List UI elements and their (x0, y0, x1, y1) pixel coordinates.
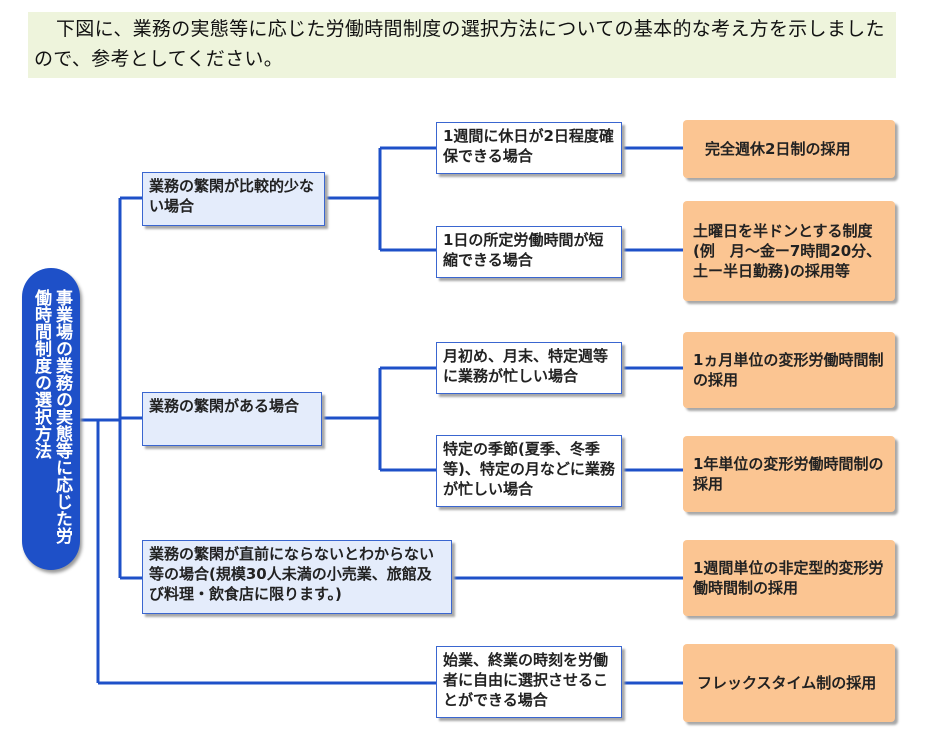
result-yearly-variable: 1年単位の変形労働時間制の採用 (683, 436, 895, 512)
result-full-two-days-off: 完全週休2日制の採用 (683, 120, 895, 178)
subcondition-shorter-day: 1日の所定労働時間が短縮できる場合 (436, 226, 622, 278)
subcondition-free-hours: 始業、終業の時刻を労働者に自由に選択させることができる場合 (436, 646, 622, 718)
result-weekly-irregular: 1週間単位の非定型的変形労働時間制の採用 (683, 540, 895, 616)
subcondition-two-days-off: 1週間に休日が2日程度確保できる場合 (436, 122, 622, 174)
subcondition-label: 1週間に休日が2日程度確保できる場合 (443, 127, 614, 165)
result-flextime: フレックスタイム制の採用 (683, 644, 895, 722)
condition-label: 業務の繁閑がある場合 (149, 397, 300, 415)
subcondition-label: 月初め、月末、特定週等に業務が忙しい場合 (443, 347, 609, 385)
subcondition-label: 1日の所定労働時間が短縮できる場合 (443, 231, 604, 269)
intro-text-block: 下図に、業務の実態等に応じた労働時間制度の選択方法についての基本的な考え方を示し… (28, 12, 896, 78)
result-label: 完全週休2日制の採用 (705, 140, 851, 158)
result-monthly-variable: 1ヵ月単位の変形労働時間制の採用 (683, 332, 895, 408)
subcondition-season-busy: 特定の季節(夏季、冬季等)、特定の月などに業務が忙しい場合 (436, 435, 622, 507)
result-label: フレックスタイム制の採用 (697, 674, 877, 692)
condition-label: 業務の繁閑が直前にならないとわからない等の場合(規模30人未満の小売業、旅館及び… (149, 545, 435, 603)
condition-unpredictable: 業務の繁閑が直前にならないとわからない等の場合(規模30人未満の小売業、旅館及び… (142, 540, 452, 614)
root-node: 事業場の業務の実態等に応じた労働時間制度の選択方法 (22, 268, 80, 570)
condition-label: 業務の繁閑が比較的少ない場合 (149, 177, 315, 215)
result-label: 1週間単位の非定型的変形労働時間制の採用 (693, 559, 884, 597)
root-label: 事業場の業務の実態等に応じた労働時間制度の選択方法 (31, 289, 72, 544)
condition-low-fluctuation: 業務の繁閑が比較的少ない場合 (142, 172, 325, 226)
condition-has-fluctuation: 業務の繁閑がある場合 (142, 392, 322, 446)
result-label: 1ヵ月単位の変形労働時間制の採用 (693, 351, 884, 389)
result-label: 土曜日を半ドンとする制度(例 月～金ー7時間20分、土ー半日勤務)の採用等 (693, 222, 882, 280)
intro-text: 下図に、業務の実態等に応じた労働時間制度の選択方法についての基本的な考え方を示し… (34, 18, 885, 70)
result-half-day-saturday: 土曜日を半ドンとする制度(例 月～金ー7時間20分、土ー半日勤務)の採用等 (683, 201, 895, 301)
subcondition-month-busy: 月初め、月末、特定週等に業務が忙しい場合 (436, 342, 622, 394)
result-label: 1年単位の変形労働時間制の採用 (693, 455, 884, 493)
subcondition-label: 特定の季節(夏季、冬季等)、特定の月などに業務が忙しい場合 (443, 440, 615, 498)
subcondition-label: 始業、終業の時刻を労働者に自由に選択させることができる場合 (443, 651, 609, 709)
